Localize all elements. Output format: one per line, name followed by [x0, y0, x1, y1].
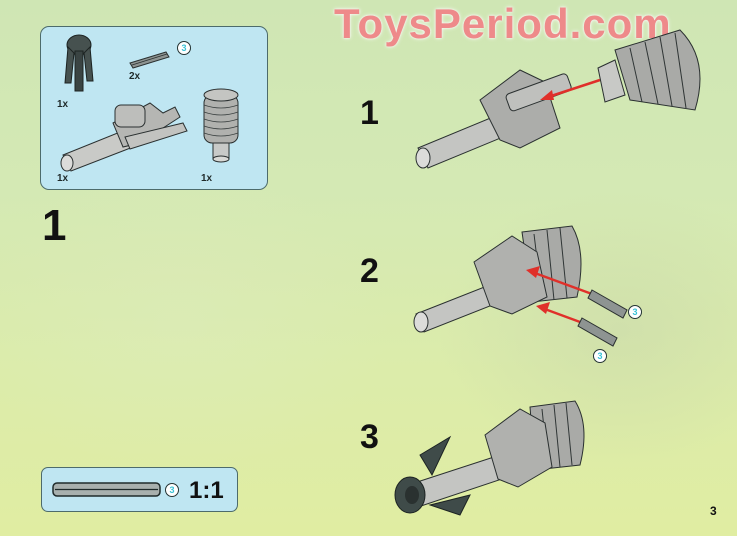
- scale-callout-badge: 3: [165, 483, 179, 497]
- step-1-illustration: [415, 29, 701, 169]
- quantity-label: 1x: [201, 173, 213, 184]
- parts-list-panel: 1x 3 2x 1x 1x: [40, 26, 268, 190]
- sub-step-number: 1: [360, 94, 379, 132]
- quantity-label: 2x: [129, 71, 141, 82]
- axle-scale-icon: [52, 482, 161, 497]
- scale-ratio-label: 1:1: [189, 477, 224, 504]
- axle-icon: [587, 289, 628, 319]
- quantity-label: 1x: [57, 173, 69, 184]
- part-callout-badge: 3: [177, 41, 191, 55]
- sub-step-number: 3: [360, 418, 379, 456]
- arrow-icon: [544, 78, 601, 100]
- step-2-illustration: [413, 225, 628, 347]
- step-callout-badge: 3: [628, 305, 642, 319]
- ribbed-cylinder-part-icon: [203, 88, 239, 163]
- cross-axle-part-icon: [129, 51, 170, 69]
- page-number: 3: [710, 504, 717, 518]
- step-3-illustration: [394, 400, 585, 516]
- launcher-assembly-part-icon: [60, 102, 188, 172]
- sub-step-number: 2: [360, 252, 379, 290]
- watermark-text: ToysPeriod.com: [334, 0, 672, 47]
- step-callout-badge: 3: [593, 349, 607, 363]
- dark-claw-part-icon: [64, 34, 94, 92]
- axle-icon: [577, 317, 618, 347]
- scale-reference-panel: 3 1:1: [41, 467, 238, 512]
- main-step-number: 1: [42, 201, 67, 250]
- quantity-label: 1x: [57, 99, 69, 110]
